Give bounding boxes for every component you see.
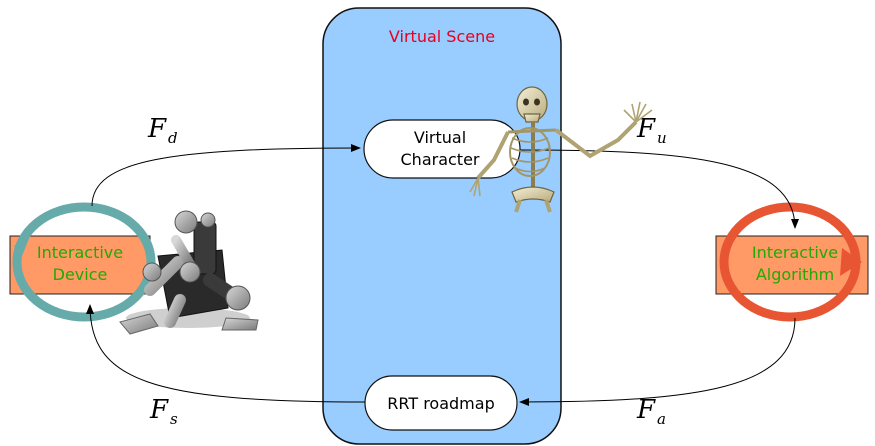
virtual-character-node bbox=[363, 119, 521, 179]
virtual-scene-panel bbox=[322, 7, 562, 445]
virtual-character-label-line1: Virtual bbox=[414, 128, 466, 147]
haptic-device-robot bbox=[119, 210, 259, 335]
interactive-device-ring bbox=[12, 202, 156, 322]
rrt-roadmap-node bbox=[364, 375, 518, 431]
interactive-device-label-line1: Interactive bbox=[37, 243, 123, 262]
interactive-algorithm-label-line1: Interactive bbox=[752, 243, 838, 262]
interactive-algorithm-label-line2: Algorithm bbox=[756, 265, 834, 284]
virtual-scene-title: Virtual Scene bbox=[389, 27, 495, 46]
virtual-character-label-line2: Character bbox=[401, 150, 480, 169]
arrow-algorithm-to-rrt bbox=[519, 317, 796, 406]
interactive-algorithm-ring-arrowhead bbox=[840, 248, 862, 276]
interactive-device-label-line2: Device bbox=[53, 265, 108, 284]
arrow-device-to-character bbox=[91, 144, 361, 207]
interactive-device-ring-arrowhead bbox=[14, 236, 30, 256]
arrow-rrt-to-device bbox=[86, 304, 366, 403]
interactive-device-box bbox=[9, 235, 151, 295]
rrt-roadmap-label: RRT roadmap bbox=[387, 394, 494, 413]
skeleton-figure bbox=[469, 86, 653, 213]
